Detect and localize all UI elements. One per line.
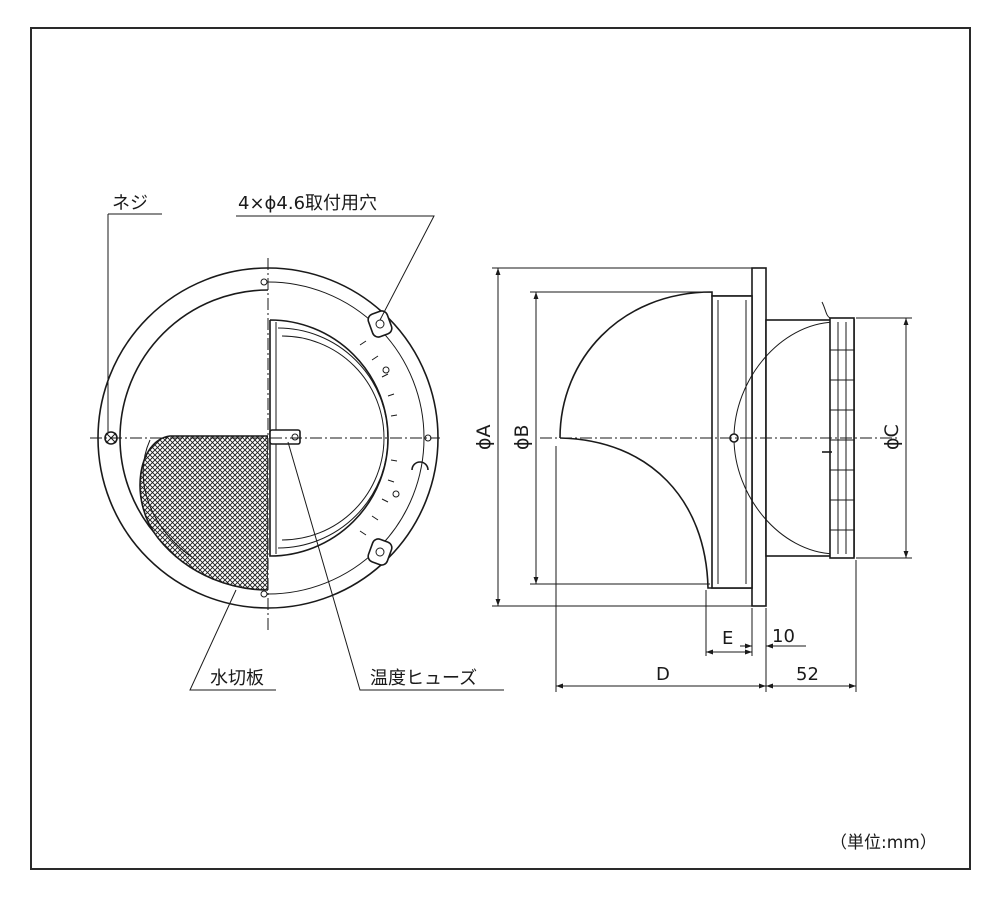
drip-plate-label: 水切板	[210, 668, 264, 689]
dim-b-label: ϕB	[511, 424, 533, 450]
damper-fins	[359, 340, 398, 536]
dim-c-label: ϕC	[881, 424, 903, 450]
front-leaders	[107, 213, 504, 691]
screw-label: ネジ	[112, 193, 148, 214]
mounting-holes	[260, 278, 432, 598]
drip-plate	[139, 435, 268, 591]
flange-plate	[751, 267, 767, 607]
dim-52-label: 52	[796, 664, 819, 685]
front-view	[90, 258, 440, 630]
flange-inner-ring	[267, 281, 425, 595]
mount-hole-label: 4×ϕ4.6取付用穴	[238, 193, 377, 214]
dim-e-label: E	[722, 628, 733, 649]
dim-10-label: 10	[772, 626, 795, 647]
side-dimensions	[492, 267, 912, 692]
dim-a-label: ϕA	[473, 424, 495, 450]
dim-d-label: D	[656, 664, 670, 685]
drawing-frame	[30, 27, 971, 870]
unit-note: （単位:mm）	[830, 833, 937, 853]
thermal-fuse-label: 温度ヒューズ	[370, 668, 477, 689]
thermal-fuse-icon	[269, 429, 301, 445]
side-view	[540, 267, 900, 607]
hood-lower	[559, 437, 752, 589]
